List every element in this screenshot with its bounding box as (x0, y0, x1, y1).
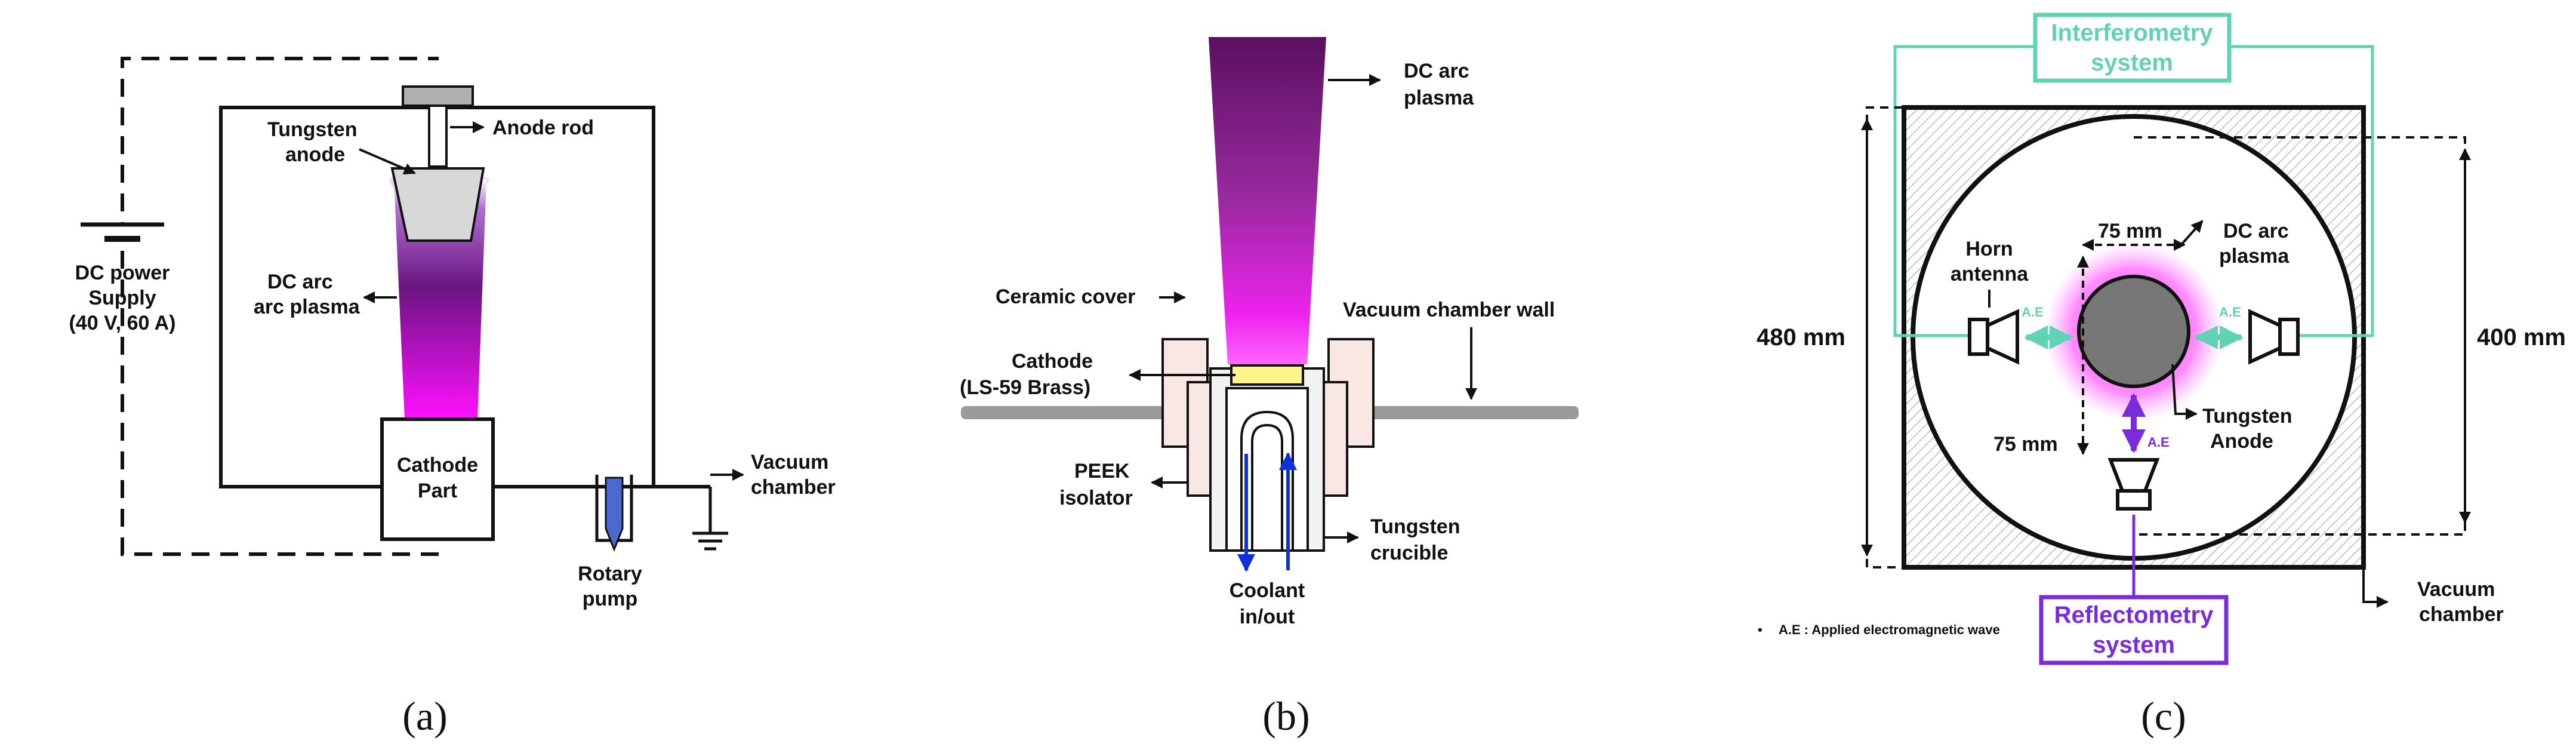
vacuum-wall-label: Vacuum chamber wall (1343, 299, 1555, 321)
ground-icon (692, 487, 728, 551)
caption-c: (c) (2141, 693, 2186, 739)
dimension-400: 400 mm (2477, 324, 2566, 351)
dc-arc-plasma-b (1209, 37, 1326, 364)
interferometry-label: system (2091, 50, 2173, 76)
battery-icon (81, 222, 164, 242)
anode-rod-label: Anode rod (492, 116, 594, 139)
horn-antenna-label: Horn (1965, 238, 2013, 260)
ae-label-left: A.E (2022, 305, 2044, 319)
cathode-label-b: (LS-59 Brass) (960, 376, 1090, 399)
rotary-pump-icon (595, 475, 633, 552)
ae-definition-note: A.E : Applied electromagnetic wave (1779, 622, 2000, 637)
peek-label: isolator (1059, 487, 1133, 509)
crucible-label: crucible (1370, 542, 1448, 564)
cathode-part-box (380, 417, 495, 541)
peek-isolator-left (1187, 381, 1214, 497)
tungsten-anode-label: Tungsten (267, 118, 357, 141)
anode-rod (428, 105, 448, 168)
peek-label: PEEK (1074, 460, 1130, 483)
panel-b: DC arc plasma Ceramic cover Vacuum chamb… (960, 37, 1579, 739)
horn-antenna-right-icon (2248, 309, 2300, 365)
tungsten-anode (390, 167, 485, 242)
tungsten-crucible (1230, 364, 1304, 386)
coolant-label: in/out (1240, 606, 1295, 628)
plasma-label-b: plasma (1404, 87, 1474, 109)
dimension-75-top: 75 mm (2098, 220, 2162, 242)
rotary-pump-label: pump (583, 588, 638, 610)
horn-antenna-label: antenna (1951, 263, 2029, 285)
plasma-label-c: DC arc (2223, 220, 2289, 242)
tungsten-anode-label-c: Tungsten (2202, 405, 2292, 428)
note-bullet: • (1758, 622, 1762, 637)
dimension-75-left: 75 mm (1993, 433, 2058, 456)
interferometry-label: Interferometry (2051, 20, 2213, 46)
power-supply-label: DC power (75, 262, 170, 284)
tungsten-anode-label: anode (285, 143, 345, 166)
interferometry-box (2033, 13, 2232, 83)
plasma-label-a: arc plasma (254, 296, 360, 318)
ae-label-bottom: A.E (2147, 435, 2170, 450)
reflectometry-label: Reflectometry (2054, 602, 2214, 628)
reflectometry-label: system (2093, 632, 2175, 658)
panel-c: Interferometry system Reflectometry syst… (1757, 13, 2566, 739)
plasma-label-c: plasma (2219, 245, 2290, 268)
horn-antenna-bottom-icon (2107, 458, 2160, 511)
power-supply-label: (40 V, 60 A) (69, 312, 176, 334)
panel-a: DC power Supply (40 V, 60 A) Cathode Par… (69, 57, 836, 739)
cathode-label-b: Cathode (1012, 350, 1093, 373)
caption-b: (b) (1262, 693, 1309, 739)
rotary-pump-label: Rotary (578, 563, 642, 585)
vacuum-chamber-label-c: Vacuum (2417, 578, 2495, 601)
plasma-label-a: DC arc (267, 271, 333, 293)
caption-a: (a) (402, 693, 447, 739)
plasma-label-b: DC arc (1404, 60, 1469, 82)
power-supply-label: Supply (88, 287, 156, 309)
tungsten-anode-label-c: Anode (2210, 430, 2273, 453)
dimension-480: 480 mm (1757, 324, 1845, 351)
vacuum-chamber-label-c: chamber (2419, 603, 2504, 626)
vacuum-chamber-label-a: Vacuum (751, 451, 828, 474)
power-supply-wiring (121, 57, 439, 556)
ceramic-cover-label: Ceramic cover (996, 285, 1135, 308)
horn-antenna-left-icon (1968, 309, 2019, 365)
crucible-label: Tungsten (1370, 515, 1460, 538)
coolant-label: Coolant (1230, 579, 1305, 602)
ae-label-right: A.E (2219, 305, 2241, 319)
reflectometry-box (2039, 595, 2229, 665)
cathode-part-label: Part (418, 480, 457, 502)
peek-isolator-right (1321, 381, 1348, 497)
anode-mount (402, 85, 474, 107)
cathode-part-label: Cathode (397, 454, 478, 477)
vacuum-chamber-label-a: chamber (751, 476, 836, 499)
